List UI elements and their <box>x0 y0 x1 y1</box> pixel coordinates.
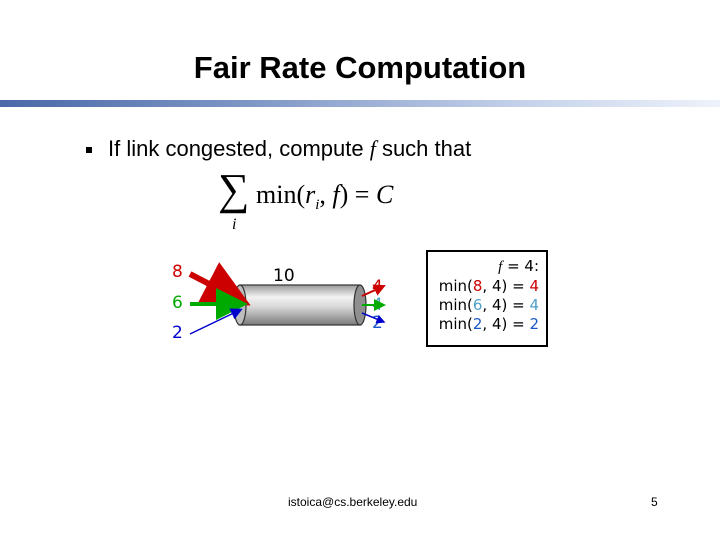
line-1-arg: 8 <box>473 277 483 295</box>
line-2-result: 4 <box>529 296 539 314</box>
line-3-prefix: min( <box>439 315 473 333</box>
computation-box: f = 4: min(8, 4) = 4 min(6, 4) = 4 min(2… <box>426 250 548 347</box>
infobox-line-2: min(6, 4) = 4 <box>428 296 539 315</box>
line-1-mid: , 4) = <box>482 277 529 295</box>
output-arrow-red <box>362 286 384 296</box>
line-1-prefix: min( <box>439 277 473 295</box>
line-3-result: 2 <box>529 315 539 333</box>
line-3-arg: 2 <box>473 315 483 333</box>
line-1-result: 4 <box>529 277 539 295</box>
line-2-mid: , 4) = <box>482 296 529 314</box>
infobox-header: f = 4: <box>428 257 539 277</box>
infobox-line-1: min(8, 4) = 4 <box>428 277 539 296</box>
infobox-header-rest: = 4: <box>502 257 539 275</box>
line-3-mid: , 4) = <box>482 315 529 333</box>
footer-email: istoica@cs.berkeley.edu <box>288 495 417 509</box>
input-arrow-red <box>190 274 240 300</box>
input-arrow-blue <box>190 310 240 334</box>
link-pipe <box>240 285 360 325</box>
page-number: 5 <box>651 495 658 509</box>
line-2-prefix: min( <box>439 296 473 314</box>
line-2-arg: 6 <box>473 296 483 314</box>
infobox-line-3: min(2, 4) = 2 <box>428 315 539 334</box>
